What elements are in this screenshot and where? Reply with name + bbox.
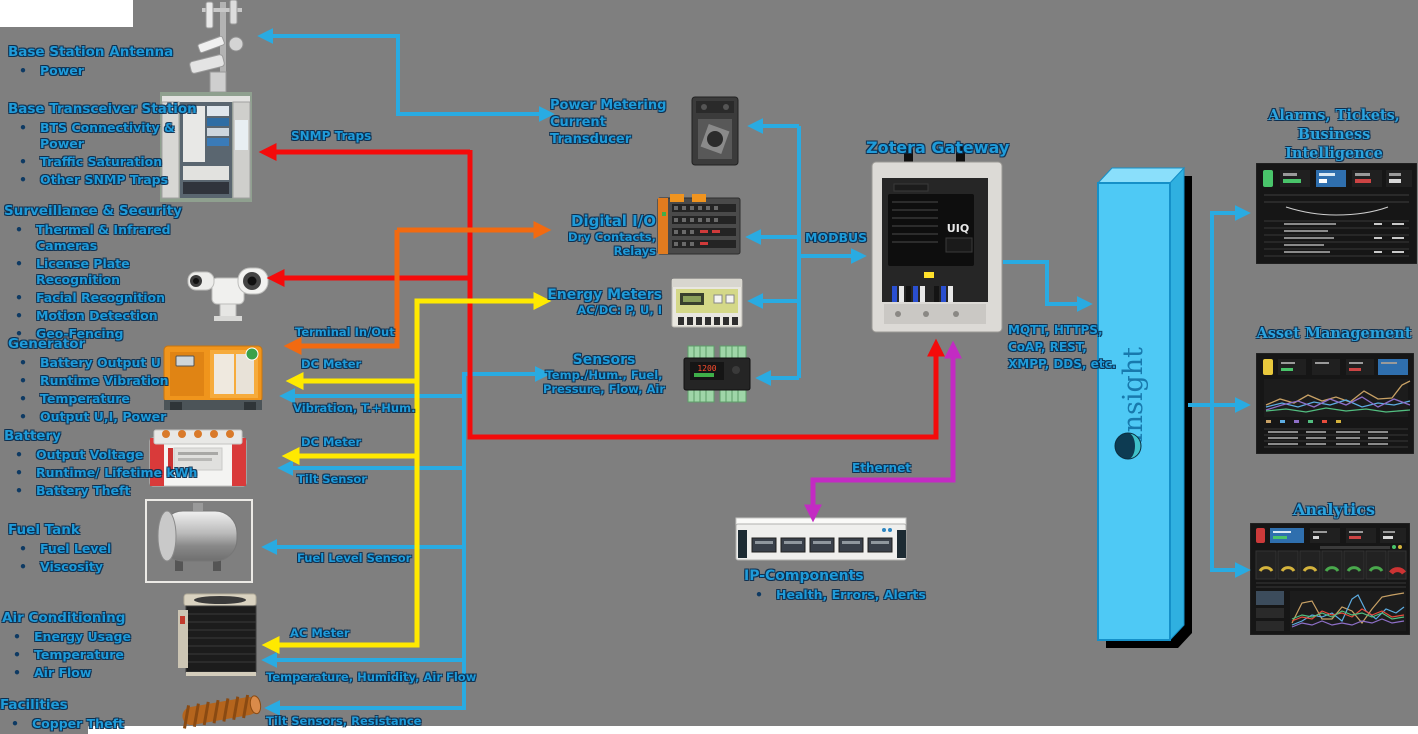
ip-components-title: IP-Components [744,568,864,584]
section-item: License Plate Recognition [15,256,198,288]
digital-io-module-image [657,194,741,255]
section-item: Copper Theft [11,716,194,732]
sensor-controller-image: 1200 [683,345,751,403]
top-left-white-area [0,0,133,27]
section-item: Air Flow [13,665,196,681]
bottom-white-strip [88,726,1418,734]
section-item: Geo-Fencing [15,326,198,342]
ethernet-label: Ethernet [852,461,911,475]
dc-meter-generator-label: DC Meter [301,357,362,371]
zotera-gateway-image: UIQ [871,146,1003,333]
ip-components-server-image [735,517,907,561]
section-facilities: Facilities Copper Theft [0,697,200,734]
asset-management-dashboard-preview [1256,353,1414,454]
air-conditioner-image [178,593,257,676]
tilt-sensors-resistance-label: Tilt Sensors, Resistance [266,714,422,728]
terminal-in-out-label: Terminal In/Out [295,325,395,339]
analytics-dashboard-preview [1250,523,1410,635]
analytics-title: Analytics [1292,500,1375,519]
line-insight-analytics [1210,405,1251,578]
digital-io-label: Digital I/O Dry Contacts, Relays [540,212,656,258]
insight-platform-tower: Insight [1096,166,1192,648]
section-item: Viscosity [19,559,202,575]
section-title: Base Station Antenna [8,44,174,60]
section-air-conditioning: Air Conditioning Energy Usage Temperatur… [2,610,202,683]
gateway-brand-text: UIQ [947,222,969,235]
section-title: Generator [8,336,86,352]
energy-meters-title: Energy Meters [547,287,662,303]
section-item: Temperature [13,647,196,663]
section-item: Runtime Vibration [19,373,202,389]
section-item: BTS Connectivity & Power [19,120,202,152]
energy-meters-label: Energy Meters AC/DC: P, U, I [540,287,662,317]
insight-label-text: Insight [1118,347,1149,443]
line-gateway-insight [1003,260,1093,312]
section-item: Runtime/ Lifetime kWh [15,465,198,481]
section-item: Battery Theft [15,483,198,499]
digital-io-title: Digital I/O [571,212,656,230]
sensor-display-value: 1200 [697,364,716,373]
energy-meter-image [671,278,743,328]
insight-logo [1114,432,1142,460]
temperature-humidity-airflow-label: Temperature, Humidity, Air Flow [266,670,477,684]
section-base-station-antenna: Base Station Antenna Power [8,44,208,81]
digital-io-subtitle: Dry Contacts, Relays [567,230,656,258]
section-title: Facilities [0,697,68,713]
section-fuel-tank: Fuel Tank Fuel Level Viscosity [8,522,208,577]
modbus-label: MODBUS [805,230,868,245]
section-title: Air Conditioning [2,610,126,626]
current-transducer-image [691,96,739,166]
gateway-title: Zotera Gateway [866,138,1010,157]
line-ethernet [804,340,962,523]
tilt-sensor-label: Tilt Sensor [297,472,367,486]
section-title: Base Transceiver Station [8,101,197,117]
fuel-level-sensor-label: Fuel Level Sensor [297,551,412,565]
alarms-title: Alarms, Tickets, Business Intelligence [1268,107,1400,162]
sensors-title: Sensors [572,352,636,368]
section-item: Fuel Level [19,541,202,557]
section-item: Other SNMP Traps [19,172,202,188]
ip-components-item: Health, Errors, Alerts [755,587,946,603]
asset-management-title: Asset Management [1256,325,1412,342]
power-metering-label: Power Metering Current Transducer [550,98,667,147]
line-antenna-power-metering [257,28,555,122]
energy-meters-subtitle: AC/DC: P, U, I [577,303,662,317]
section-item: Power [19,63,202,79]
ptz-camera-image [187,267,269,321]
vibration-label: Vibration, T.+Hum. [293,401,416,415]
line-sensor-bus-left [264,366,551,716]
section-item: Thermal & Infrared Cameras [15,222,198,254]
section-item: Battery Output U [19,355,202,371]
sensors-label: Sensors Temp./Hum., Fuel, Pressure, Flow… [540,352,668,396]
section-title: Fuel Tank [8,522,80,538]
line-insight-alarms [1210,205,1251,405]
section-generator: Generator Battery Output U Runtime Vibra… [8,336,208,427]
protocols-label: MQTT, HTTPS, CoAP, REST, XMPP, DDS, etc. [1008,323,1117,371]
sensors-subtitle: Temp./Hum., Fuel, Pressure, Flow, Air [542,368,666,396]
dc-meter-battery-label: DC Meter [301,435,362,449]
ac-meter-label: AC Meter [290,626,350,640]
section-item: Energy Usage [13,629,196,645]
section-item: Facial Recognition [15,290,198,306]
section-item: Output U,I, Power [19,409,202,425]
section-surveillance-security: Surveillance & Security Thermal & Infrar… [4,203,204,344]
section-title: Battery [4,428,61,444]
snmp-traps-label: SNMP Traps [291,129,372,143]
section-item: Motion Detection [15,308,198,324]
section-battery: Battery Output Voltage Runtime/ Lifetime… [4,428,204,501]
section-base-transceiver-station: Base Transceiver Station BTS Connectivit… [8,101,208,190]
section-item: Output Voltage [15,447,198,463]
ip-components-block: IP-Components Health, Errors, Alerts [744,568,944,605]
alarms-dashboard-preview [1256,163,1417,264]
section-title: Surveillance & Security [4,203,182,219]
section-item: Traffic Saturation [19,154,202,170]
section-item: Temperature [19,391,202,407]
